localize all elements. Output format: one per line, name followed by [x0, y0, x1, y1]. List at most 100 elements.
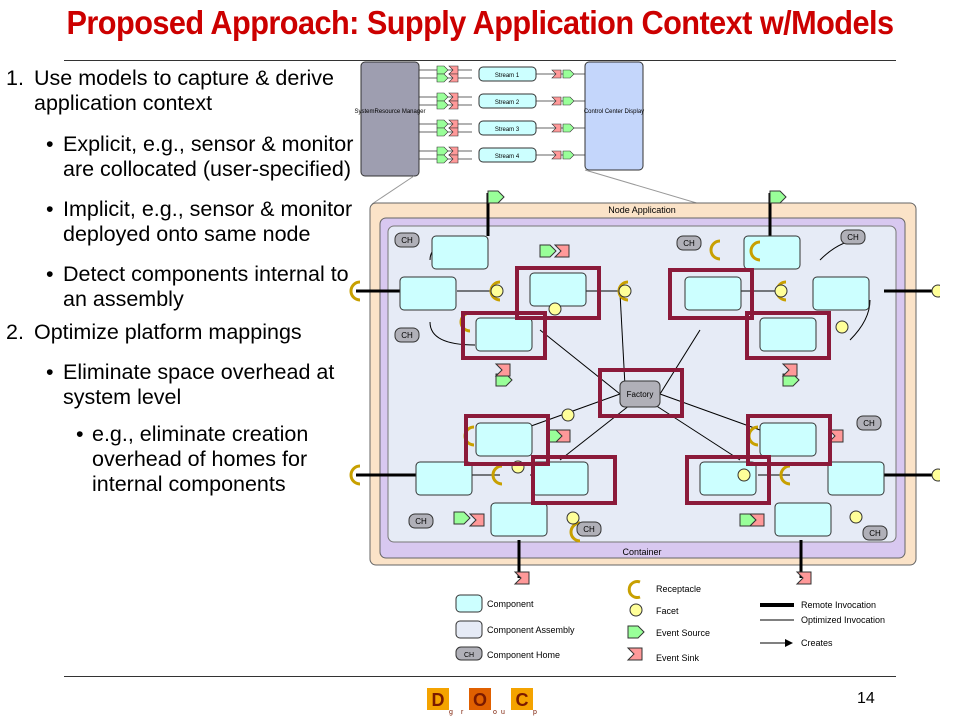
- bullet-dot: •: [76, 422, 84, 446]
- legend-assembly-swatch: [455, 620, 483, 639]
- factory-label: Factory: [627, 390, 654, 399]
- facet-port: [849, 510, 863, 524]
- logo-block-1: [427, 688, 449, 710]
- component-box: [812, 276, 870, 311]
- component-home-label: CH: [683, 239, 695, 248]
- component-box: [531, 461, 589, 496]
- highlight-box: [745, 311, 831, 360]
- bullet-2-text: Optimize platform mappings: [34, 320, 302, 344]
- event-sink-port: [468, 513, 485, 527]
- component-home-label: CH: [847, 233, 859, 242]
- legend-home-label: Component Home: [487, 650, 560, 660]
- component-box: [684, 276, 742, 311]
- legend-event-sink-icon: [626, 647, 643, 661]
- bullet-dot: •: [46, 197, 54, 221]
- facet-port: [774, 284, 788, 298]
- bullet-2-number: 2.: [6, 320, 24, 344]
- control-center-box: [584, 61, 644, 171]
- event-source-port: [436, 65, 449, 75]
- highlight-box: [746, 414, 832, 466]
- legend-optimized-label: Optimized Invocation: [801, 615, 885, 625]
- title-rule: [64, 60, 896, 61]
- event-source-port: [436, 154, 449, 164]
- callout-line-right: [584, 169, 701, 205]
- component-home-badge: [862, 525, 888, 541]
- facet-port: [618, 284, 632, 298]
- components: [399, 235, 885, 537]
- bullet-2-sub-1-sub-1: • e.g., eliminate creation overhead of ho…: [6, 422, 366, 497]
- bullet-2-sub-1-sub-1-text: e.g., eliminate creation overhead of hom…: [92, 422, 309, 496]
- component-home-label: CH: [863, 419, 875, 428]
- logo-letter-o: O: [473, 690, 487, 710]
- legend-event-source-label: Event Source: [656, 628, 710, 638]
- highlight-box: [668, 268, 754, 320]
- legend-home-swatch: [455, 646, 483, 661]
- legend-creates-label: Creates: [801, 638, 833, 648]
- event-source-port: [436, 92, 449, 102]
- event-sink-port: [551, 123, 562, 133]
- factory-box: [619, 380, 661, 408]
- component-home-badge: [856, 415, 882, 431]
- logo-sub-u: u: [501, 709, 505, 716]
- component-box: [475, 422, 533, 457]
- component-box: [475, 317, 533, 352]
- legend-home-badge: CH: [464, 652, 474, 659]
- wire: [429, 321, 476, 346]
- legend: Component Component Assembly CH Componen…: [455, 580, 885, 663]
- component-box: [827, 461, 885, 496]
- container-label: Container: [622, 547, 661, 557]
- bullet-dot: •: [46, 360, 54, 384]
- event-sink-port: [827, 429, 844, 443]
- legend-facet-icon: [629, 603, 643, 617]
- receptacle-port: [491, 464, 503, 486]
- highlight-box: [685, 455, 771, 505]
- wire: [659, 393, 761, 431]
- event-sink-port: [795, 571, 812, 585]
- event-source-port: [562, 150, 575, 160]
- component-home-badge: [840, 229, 866, 245]
- bullet-1: 1.Use models to capture & derive applica…: [6, 66, 366, 116]
- receptacle-port: [349, 280, 361, 302]
- component-box: [415, 461, 473, 496]
- logo-block-2: [469, 688, 491, 710]
- logo-block-3: [511, 688, 533, 710]
- component-home-label: CH: [401, 331, 413, 340]
- stream-diagram: SystemResource Manager Control Center Di…: [354, 61, 701, 205]
- architecture-diagram: SystemResource Manager Control Center Di…: [349, 61, 940, 663]
- event-sink-port: [448, 127, 459, 137]
- highlight-box: [461, 311, 547, 360]
- bullet-dot: •: [46, 132, 54, 156]
- bullet-1-sub-1: •Explicit, e.g., sensor & monitor are co…: [6, 132, 366, 182]
- event-sink-port: [494, 363, 511, 377]
- event-sink-port: [513, 571, 530, 585]
- facet-port: [490, 284, 504, 298]
- system-resource-manager-label: SystemResource Manager: [354, 109, 425, 115]
- bullet-2-sub-1: •Eliminate space overhead at system leve…: [6, 360, 366, 410]
- component-box: [774, 502, 832, 537]
- bullet-1-sub-3: •Detect components internal to an assemb…: [6, 262, 366, 312]
- facet-port: [737, 468, 751, 482]
- component-box: [759, 422, 817, 457]
- logo-sub-r: r: [461, 709, 464, 716]
- highlights: [461, 266, 832, 505]
- event-sink-port: [551, 96, 562, 106]
- bullet-1-sub-2: •Implicit, e.g., sensor & monitor deploy…: [6, 197, 366, 247]
- event-sink-port: [553, 244, 570, 258]
- component-home-badge: [576, 521, 602, 537]
- highlight-box: [464, 414, 550, 466]
- bullet-1-number: 1.: [6, 66, 24, 90]
- component-home-label: CH: [415, 517, 427, 526]
- facet-port: [835, 320, 849, 334]
- event-source-port: [436, 146, 449, 156]
- bullet-list: 1.Use models to capture & derive applica…: [6, 66, 366, 497]
- receptacle-port: [749, 240, 761, 262]
- event-source-port: [436, 119, 449, 129]
- logo-sub-o: o: [493, 709, 497, 716]
- stream-label: Stream 3: [495, 127, 520, 133]
- event-source-port: [436, 100, 449, 110]
- component-home-badge: [394, 327, 420, 343]
- event-source-port: [562, 123, 575, 133]
- facet-port: [931, 284, 940, 298]
- highlight-box: [531, 455, 617, 505]
- event-sink-port: [551, 150, 562, 160]
